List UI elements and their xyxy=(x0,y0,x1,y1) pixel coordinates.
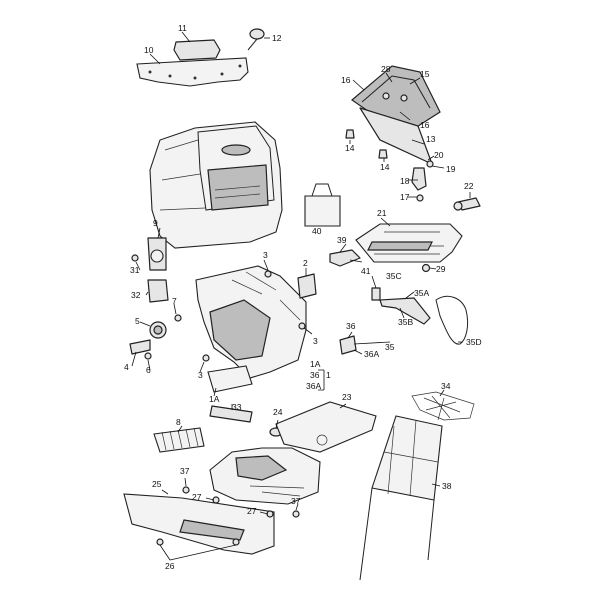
luggage-cover-frame xyxy=(351,65,441,165)
callout-35: 35 xyxy=(385,342,395,352)
callout-35b: 35B xyxy=(398,317,413,327)
callout-1a-top: 1A xyxy=(310,359,321,369)
callout-14-a: 14 xyxy=(345,143,355,153)
callout-5: 5 xyxy=(135,316,140,326)
callout-36-a: 36 xyxy=(346,321,356,331)
hook-2 xyxy=(297,273,317,299)
lamp-5 xyxy=(129,321,167,355)
storage-net-8 xyxy=(153,427,205,453)
callout-27-b: 27 xyxy=(247,506,257,516)
screw-26-b xyxy=(232,538,240,546)
callout-13: 13 xyxy=(426,134,436,144)
callout-17: 17 xyxy=(400,192,410,202)
callout-37-a: 37 xyxy=(180,466,190,476)
callout-11: 11 xyxy=(178,23,187,33)
callout-22: 22 xyxy=(464,181,474,191)
screw-6 xyxy=(144,352,152,360)
callout-24: 24 xyxy=(273,407,283,417)
bolt-22 xyxy=(453,197,481,211)
callout-38: 38 xyxy=(442,481,452,491)
clip-7 xyxy=(174,314,182,322)
callout-12: 12 xyxy=(272,33,282,43)
tensioning-rope-assembly xyxy=(339,287,469,355)
callout-4: 4 xyxy=(124,362,129,372)
callout-27-a: 27 xyxy=(192,492,202,502)
callout-28: 28 xyxy=(381,64,391,74)
callout-15: 15 xyxy=(420,69,430,79)
callout-29: 29 xyxy=(436,264,446,274)
callout-1a-bottom: 1A xyxy=(209,394,220,404)
callout-3-top: 3 xyxy=(263,250,268,260)
callout-26: 26 xyxy=(165,561,175,571)
callout-10: 10 xyxy=(144,45,154,55)
callout-36a-b: 36A xyxy=(306,381,321,391)
partition-net-38 xyxy=(359,415,443,581)
tray-32 xyxy=(147,279,169,303)
callout-9: 9 xyxy=(153,218,158,228)
callout-2: 2 xyxy=(303,258,308,268)
callout-39: 39 xyxy=(337,235,347,245)
callout-36-b: 36 xyxy=(310,370,320,380)
screw-26-a xyxy=(156,538,164,546)
callout-32: 32 xyxy=(131,290,141,300)
clip-37-b xyxy=(292,510,300,518)
callout-labels: 11 12 10 28 15 16 16 13 14 14 20 19 18 1… xyxy=(124,23,482,571)
rear-panel-trim-25 xyxy=(123,493,275,555)
screw-3-b xyxy=(298,322,306,330)
callout-34: 34 xyxy=(441,381,451,391)
cup-holder-9 xyxy=(147,237,167,271)
callout-35d: 35D xyxy=(466,337,482,347)
callout-37-b: 37 xyxy=(291,496,301,506)
callout-35c: 35C xyxy=(386,271,402,281)
floor-cover-panel xyxy=(355,223,463,263)
callout-40: 40 xyxy=(312,226,322,236)
callout-20: 20 xyxy=(434,150,444,160)
callout-7: 7 xyxy=(172,296,177,306)
handle-cover xyxy=(173,39,221,61)
callout-1: 1 xyxy=(326,370,331,380)
clip-37-a xyxy=(182,486,190,494)
callout-3-left: 3 xyxy=(198,370,203,380)
cover-1a xyxy=(207,365,253,393)
callout-16-a: 16 xyxy=(341,75,351,85)
nut-29 xyxy=(421,263,431,273)
callout-31: 31 xyxy=(130,265,140,275)
clip-14-b xyxy=(378,149,388,159)
callout-23: 23 xyxy=(342,392,352,402)
callout-16-b: 16 xyxy=(420,120,430,130)
vehicle-rear-outline xyxy=(149,121,283,249)
leader-lines xyxy=(131,31,471,561)
screw-31 xyxy=(131,254,139,262)
luggage-net-34 xyxy=(411,391,475,421)
callout-8: 8 xyxy=(176,417,181,427)
callout-18: 18 xyxy=(400,176,410,186)
tailgate-trim-panel xyxy=(136,57,249,87)
clip-14-a xyxy=(345,129,355,139)
sill-strip-33 xyxy=(209,405,253,423)
floor-panel-23 xyxy=(275,401,377,453)
callout-21: 21 xyxy=(377,208,387,218)
callout-36a-a: 36A xyxy=(364,349,379,359)
first-aid-bag xyxy=(304,183,341,227)
side-trim-panel xyxy=(195,265,307,379)
callout-25: 25 xyxy=(152,479,162,489)
callout-6: 6 xyxy=(146,365,151,375)
grommet-knob xyxy=(247,28,265,51)
callout-19: 19 xyxy=(446,164,456,174)
callout-3-mid: 3 xyxy=(313,336,318,346)
screw-3-a xyxy=(202,354,210,362)
callout-33: 33 xyxy=(232,402,242,412)
spare-wheel-well xyxy=(209,447,321,505)
screw-36 xyxy=(264,270,272,278)
hinge-bracket xyxy=(411,160,434,202)
bracket-39 xyxy=(329,249,361,267)
callout-35a: 35A xyxy=(414,288,429,298)
callout-14-b: 14 xyxy=(380,162,390,172)
callout-41: 41 xyxy=(361,266,371,276)
